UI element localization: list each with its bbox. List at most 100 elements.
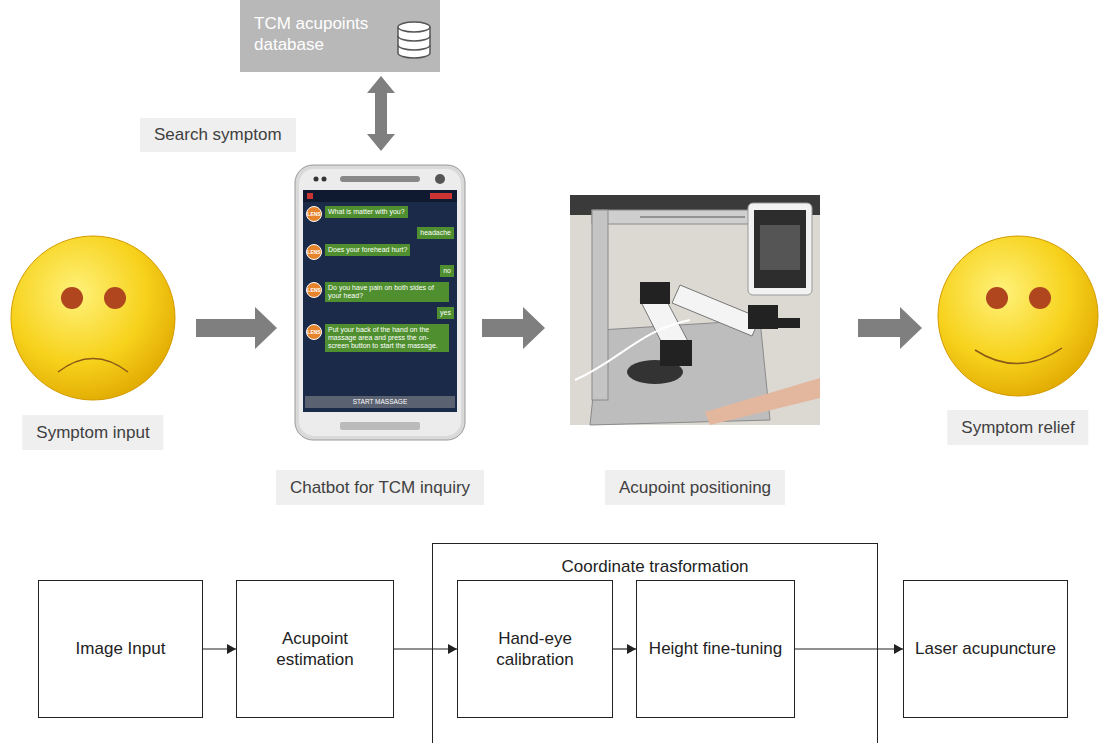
arrow-head — [894, 644, 903, 654]
block-arrow — [367, 76, 395, 151]
chat-bubble: What is matter with you? — [325, 206, 408, 218]
connector-arrow — [858, 307, 922, 349]
block-arrow — [482, 307, 545, 349]
edge-label: Search symptom — [140, 118, 296, 152]
process-box: Hand-eye calibration — [457, 580, 613, 718]
database-box — [398, 36, 430, 50]
chat-row: LENSDo you have pain on both sides of yo… — [306, 282, 454, 302]
connector-line — [394, 648, 457, 649]
phone-illustration — [314, 177, 319, 182]
sad-face — [104, 287, 126, 309]
chat-bubble: Do you have pain on both sides of your h… — [325, 282, 449, 302]
database-box: TCM acupoints database — [240, 0, 440, 72]
robot-photo — [672, 285, 760, 336]
phone-illustration — [322, 177, 327, 182]
phone-illustration — [307, 193, 313, 199]
connector-arrow — [367, 76, 395, 151]
happy-face — [938, 236, 1098, 396]
sad-face — [58, 359, 128, 373]
face-illustration: Symptom input — [10, 235, 176, 401]
phone-illustration — [340, 176, 420, 182]
chat-screen: LENSWhat is matter with you?headacheLENS… — [306, 206, 454, 392]
chat-avatar: LENS — [306, 206, 322, 222]
node-label: TCM acupoints database — [240, 0, 404, 56]
chat-row: LENSWhat is matter with you? — [306, 206, 454, 222]
chat-bubble: no — [440, 265, 454, 277]
chat-bubble: Does your forehead hurt? — [325, 244, 410, 256]
phone-illustration — [435, 174, 445, 184]
connector-arrow — [482, 307, 545, 349]
robot-photo — [770, 318, 800, 328]
chat-bubble: yes — [437, 307, 454, 319]
phone-illustration — [340, 422, 420, 430]
robot-photo — [748, 203, 812, 295]
robot-photo — [570, 195, 820, 425]
arrow-head — [627, 644, 636, 654]
sad-face — [11, 236, 175, 400]
caption-label: Acupoint positioning — [605, 470, 785, 505]
robot-photo — [575, 320, 690, 380]
phone-illustration — [430, 193, 452, 199]
block-arrow — [858, 307, 922, 349]
robot-photo — [570, 195, 820, 425]
chat-avatar: LENS — [306, 244, 322, 260]
chat-row: yes — [306, 307, 454, 319]
node-label: Acupoint estimation — [247, 628, 383, 671]
process-box: Height fine-tuning — [636, 580, 795, 718]
node-label: Hand-eye calibration — [468, 628, 602, 671]
robot-photo — [705, 378, 820, 425]
node-label: Coordinate trasformation — [433, 544, 877, 577]
connector-arrow — [203, 644, 236, 654]
phone-illustration — [299, 169, 461, 436]
robot-photo — [754, 210, 806, 288]
caption-label: Chatbot for TCM inquiry — [276, 470, 484, 505]
node-label: Laser acupuncture — [915, 638, 1056, 659]
chat-row: no — [306, 265, 454, 277]
robot-photo — [592, 210, 608, 400]
happy-face — [986, 287, 1008, 309]
arrow-head — [227, 644, 236, 654]
phone-illustration — [295, 165, 465, 440]
arrow-head — [448, 644, 457, 654]
database-box — [240, 0, 440, 72]
connector-arrow — [795, 644, 903, 654]
chat-avatar: LENS — [306, 282, 322, 298]
connector-arrow — [613, 644, 636, 654]
sad-face — [61, 287, 83, 309]
chat-row: LENSPut your back of the hand on the mas… — [306, 324, 454, 352]
group-box: Coordinate trasformationHand-eye calibra… — [432, 543, 878, 743]
happy-face — [938, 236, 1098, 396]
process-box: Laser acupuncture — [903, 580, 1068, 718]
process-box: Image Input — [38, 580, 203, 718]
node-label: Image Input — [76, 638, 166, 659]
robot-photo — [760, 225, 800, 270]
face-illustration: Symptom relief — [938, 236, 1098, 396]
robot-photo — [640, 217, 745, 218]
connector-line — [795, 648, 903, 649]
robot-photo — [592, 210, 762, 224]
database-box — [398, 22, 430, 32]
chat-avatar: LENS — [306, 324, 322, 340]
node-label: Height fine-tuning — [649, 638, 782, 659]
phone-illustration — [295, 165, 465, 440]
chat-row: headache — [306, 227, 454, 239]
phone-illustration — [303, 190, 457, 412]
chat-button: START MASSAGE — [305, 396, 455, 408]
robot-photo — [660, 340, 692, 366]
photo-illustration: Acupoint positioning — [570, 195, 820, 425]
database-box — [240, 0, 440, 72]
robot-photo — [640, 282, 670, 304]
block-arrow — [196, 307, 277, 349]
process-box: Acupoint estimation — [236, 580, 394, 718]
chat-bubble: headache — [417, 227, 454, 239]
chat-row: LENSDoes your forehead hurt? — [306, 244, 454, 260]
caption-label: Symptom input — [22, 415, 163, 450]
connector-arrow — [394, 644, 457, 654]
sad-face — [11, 236, 175, 400]
happy-face — [1029, 287, 1051, 309]
caption-label: Symptom relief — [947, 410, 1088, 445]
chat-bubble: Put your back of the hand on the massage… — [325, 324, 449, 352]
connector-arrow — [196, 307, 277, 349]
happy-face — [975, 348, 1062, 364]
